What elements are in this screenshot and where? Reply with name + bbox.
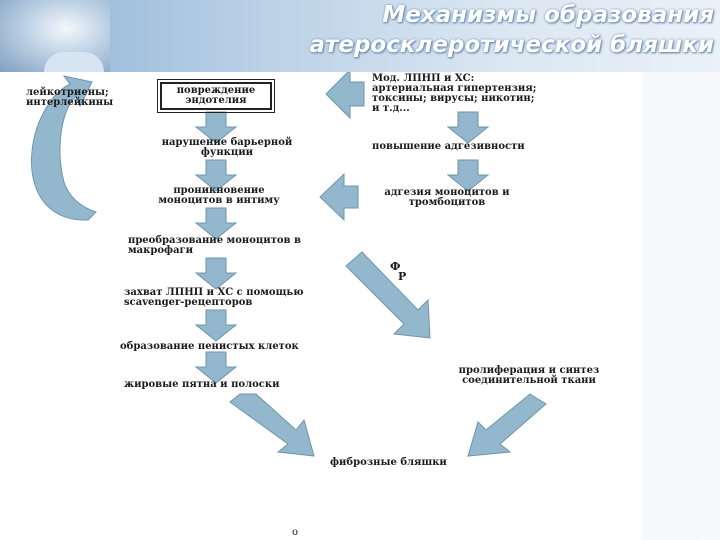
slide-title: Механизмы образования атеросклеротическо… bbox=[309, 2, 715, 58]
left-arrow-1 bbox=[325, 72, 365, 120]
node-barrier: нарушение барьерной функции bbox=[161, 137, 293, 158]
diagram-panel: лейкотриены; интерлейкины повреждение эн… bbox=[0, 72, 643, 540]
node-penetration: проникновение моноцитов в интиму bbox=[158, 185, 280, 206]
node-fatty: жировые пятна и полоски bbox=[124, 379, 280, 390]
node-adhesiveness: повышение адгезивности bbox=[372, 141, 525, 152]
node-proliferation: пролиферация и синтез соединительной тка… bbox=[458, 365, 600, 386]
node-foam: образование пенистых клеток bbox=[120, 341, 299, 352]
down-arrow-3 bbox=[194, 207, 238, 240]
header-band bbox=[0, 0, 720, 72]
node-macrophages: преобразование моноцитов в макрофаги bbox=[128, 235, 301, 256]
node-plaques: фиброзные бляшки bbox=[330, 457, 447, 468]
curved-arrow bbox=[30, 75, 97, 221]
label-leukotrienes: лейкотриены; интерлейкины bbox=[26, 87, 114, 108]
down-arrow-5 bbox=[194, 309, 238, 342]
down-arrow-2 bbox=[194, 159, 238, 192]
label-fr-f: Ф bbox=[390, 260, 401, 273]
diagram-arrows bbox=[30, 72, 547, 457]
footer-mark: о bbox=[292, 527, 299, 538]
down-arrow-6 bbox=[194, 351, 238, 384]
node-endothelium: повреждение эндотелия bbox=[157, 79, 275, 113]
left-arrow-2 bbox=[319, 172, 359, 222]
node-adhesion: адгезия моноцитов и тромбоцитов bbox=[384, 187, 510, 208]
label-fr-r: Р bbox=[398, 270, 407, 283]
node-capture: захват ЛПНП и ХС с помощью scavenger-рец… bbox=[124, 287, 304, 308]
down-arrow-right-1 bbox=[446, 111, 490, 144]
node-mod-ldl: Мод. ЛПНП и ХС: артериальная гипертензия… bbox=[372, 73, 537, 114]
down-arrow-4 bbox=[194, 257, 238, 290]
big-arrow-right bbox=[467, 393, 547, 457]
diagonal-arrow bbox=[345, 251, 431, 339]
down-arrow-1 bbox=[194, 111, 238, 144]
big-arrow-left bbox=[229, 393, 315, 457]
down-arrow-right-2 bbox=[446, 159, 490, 192]
header-photo-mask bbox=[44, 52, 104, 72]
